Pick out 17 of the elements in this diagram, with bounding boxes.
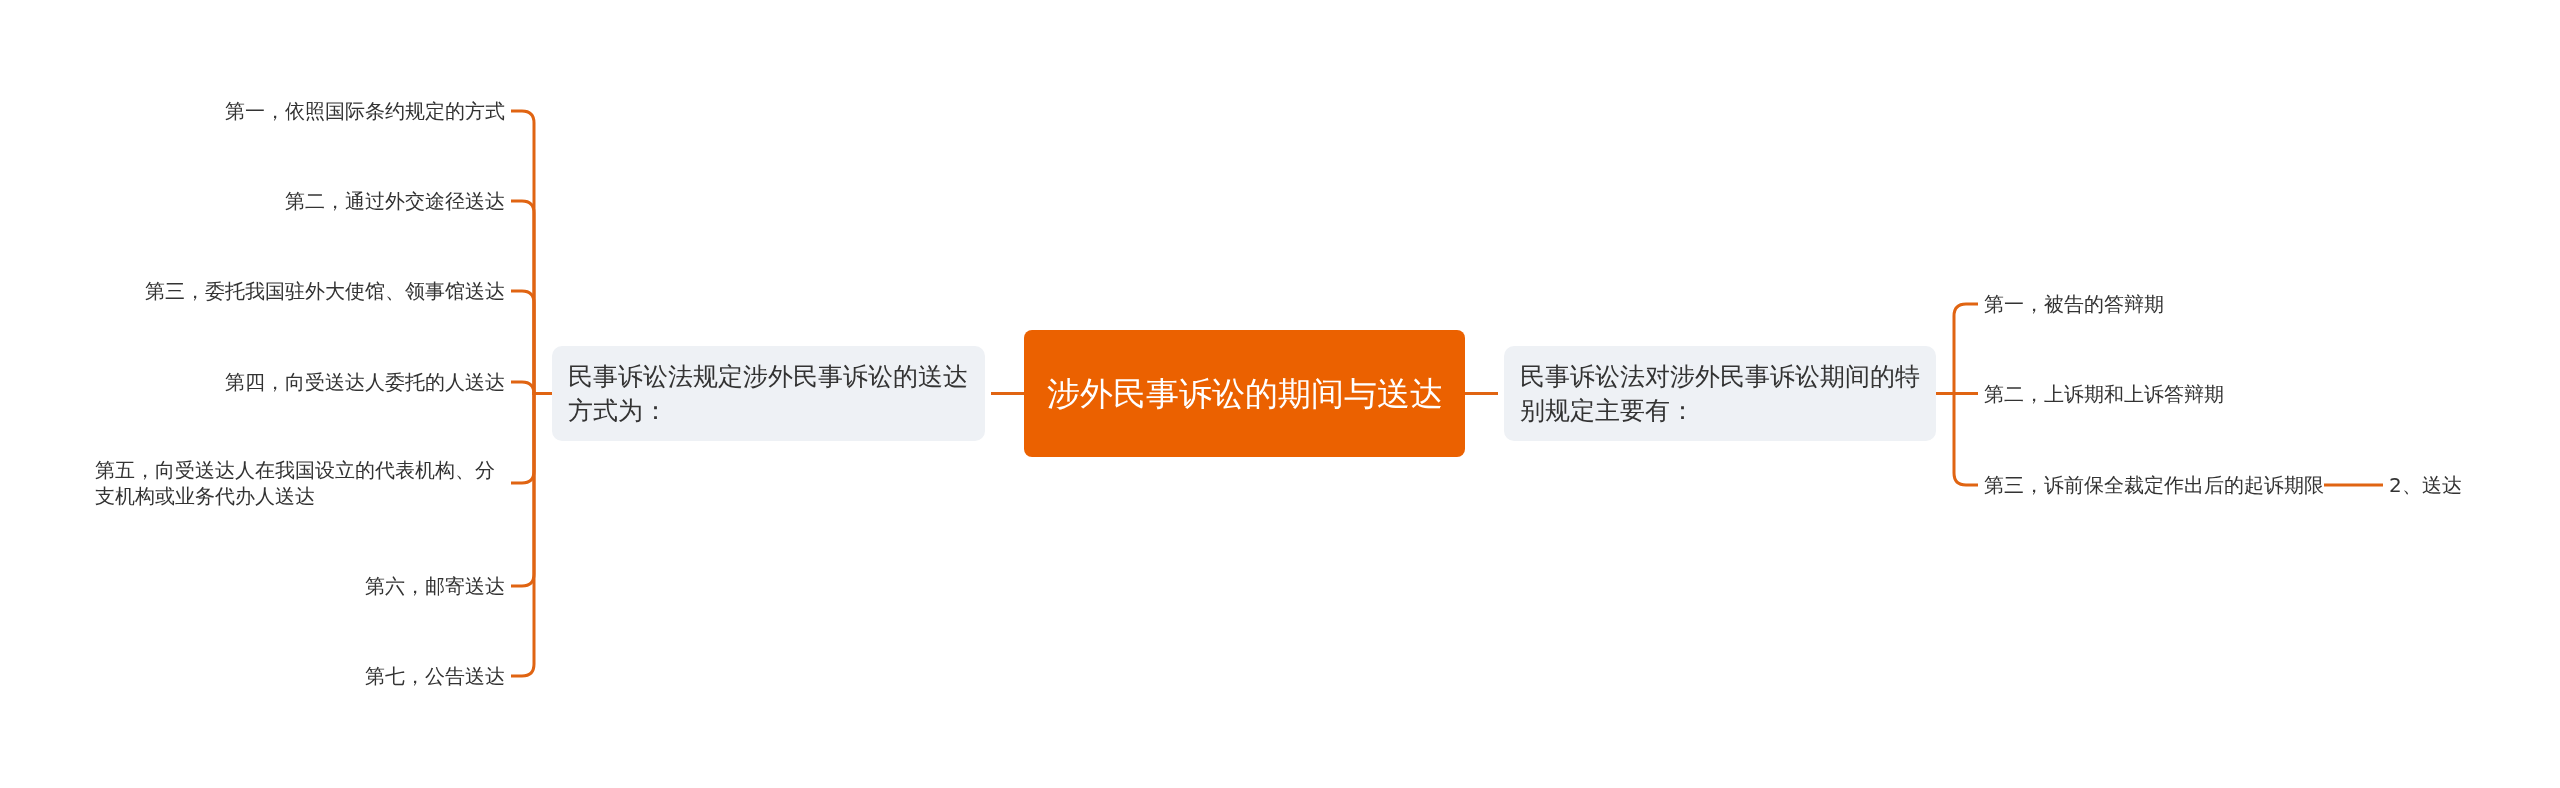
topic-box: 民事诉讼法对涉外民事诉讼期间的特别规定主要有： [1504, 346, 1936, 441]
connector-line [2324, 483, 2383, 487]
connector-line [1465, 392, 1498, 395]
subtopic-text: 第三，委托我国驻外大使馆、领事馆送达 [145, 278, 505, 304]
subtopic-text: 2、送达 [2389, 472, 2462, 498]
subtopic-text: 第一，被告的答辩期 [1984, 291, 2164, 317]
subtopic-text: 第五，向受送达人在我国设立的代表机构、分支机构或业务代办人送达 [95, 457, 505, 509]
subtopic-text: 第二，上诉期和上诉答辩期 [1984, 381, 2224, 407]
topic-box: 民事诉讼法规定涉外民事诉讼的送达方式为： [552, 346, 985, 441]
connector-line [991, 392, 1024, 395]
subtopic-text: 第一，依照国际条约规定的方式 [225, 98, 505, 124]
central-topic-box: 涉外民事诉讼的期间与送达 [1024, 330, 1465, 457]
subtopic-text: 第二，通过外交途径送达 [285, 188, 505, 214]
subtopic-text: 第七，公告送达 [365, 663, 505, 689]
subtopic-text: 第六，邮寄送达 [365, 573, 505, 599]
subtopic-text: 第四，向受送达人委托的人送达 [225, 369, 505, 395]
subtopic-text: 第三，诉前保全裁定作出后的起诉期限 [1984, 472, 2324, 498]
